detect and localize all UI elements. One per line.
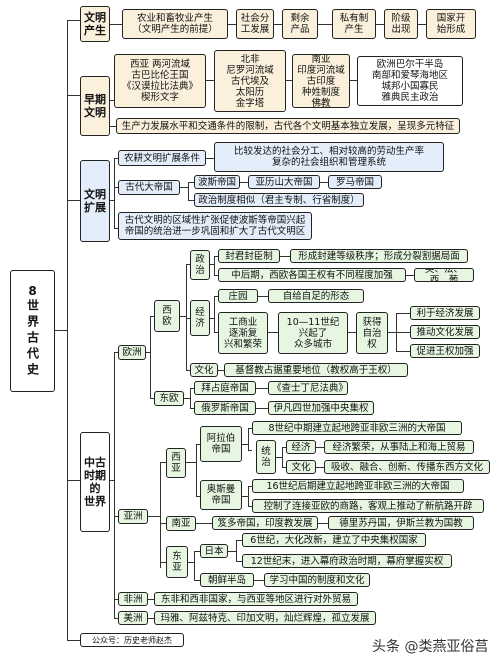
arab-8th-century: 8世纪中期建立起地跨亚非欧三洲的大帝国 bbox=[252, 421, 462, 435]
manor: 庄园 bbox=[218, 289, 258, 303]
arab-economy: 经济 bbox=[286, 440, 316, 454]
arab-culture-detail: 吸收、融合、创新、传播东西方文化 bbox=[324, 460, 490, 474]
west-europe-label: 西 欧 bbox=[154, 300, 180, 332]
ottoman-empire: 奥斯曼 帝国 bbox=[200, 480, 242, 510]
section-medieval: 中古 时期的 世界 bbox=[80, 432, 110, 532]
east-asia-label: 东 亚 bbox=[166, 546, 188, 578]
origin-item-3: 剩余 产品 bbox=[282, 9, 318, 39]
africa-detail: 东非和西非国家，与西亚等地区进行对外贸易 bbox=[154, 592, 358, 606]
culture-detail: 基督教占据重要地位（教权高于王权） bbox=[224, 363, 408, 377]
autonomy: 获得 自治 权 bbox=[356, 312, 388, 354]
origin-item-6: 国家开 始形成 bbox=[426, 9, 476, 39]
south-asia-label: 南亚 bbox=[166, 516, 196, 531]
spread-conditions-detail: 比较发达的社会分工、相对较高的劳动生产率 复杂的社会组织和管理系统 bbox=[214, 142, 444, 172]
arab-culture: 文化 bbox=[286, 460, 316, 474]
politics-label: 政 治 bbox=[190, 250, 210, 280]
effect-culture: 推动文化发展 bbox=[410, 325, 480, 339]
gupta-empire: 笈多帝国，印度教发展 bbox=[212, 516, 318, 530]
justinian-code: 《查士丁尼法典》 bbox=[268, 381, 348, 395]
footer-account: 公众号：历史老师赵杰 bbox=[80, 633, 184, 647]
origin-item-2: 社会分 工发展 bbox=[236, 9, 274, 39]
ottoman-trade: 控制了连接亚欧的商路，客观上推动了新航路开辟 bbox=[252, 499, 484, 513]
spread-empires: 古代大帝国 bbox=[118, 180, 180, 195]
late-kingship: 中后期，西欧各国王权有不同程度加强 bbox=[218, 268, 406, 282]
manor-detail: 自给自足的形态 bbox=[268, 289, 364, 303]
section-origin: 文明 产生 bbox=[80, 6, 110, 42]
commerce: 工商业 逐渐复 兴和繁荣 bbox=[218, 312, 268, 354]
feudal-detail: 形成封建等级秩序；形成分裂割据局面 bbox=[290, 249, 468, 263]
america-detail: 玛雅、阿兹特克、印加文明，灿烂辉煌，孤立发展 bbox=[154, 611, 376, 625]
origin-item-4: 私有制 产生 bbox=[332, 9, 376, 39]
russian-empire: 俄罗斯帝国 bbox=[194, 401, 256, 415]
korea-label: 朝鲜半岛 bbox=[200, 573, 254, 587]
arab-empire: 阿拉伯 帝国 bbox=[200, 426, 242, 462]
spread-rome: 罗马帝国 bbox=[328, 175, 382, 189]
effect-kingship: 促进王权加强 bbox=[410, 344, 480, 358]
late-kingship-detail: 英、法、西、葡 bbox=[414, 268, 474, 282]
origin-item-5: 阶级 出现 bbox=[384, 9, 418, 39]
early-north-africa: 北非 尼罗河流域 古代埃及 太阳历 金字塔 bbox=[214, 50, 286, 112]
ivan-iv: 伊凡四世加强中央集权 bbox=[268, 401, 374, 415]
ottoman-16th-century: 16世纪后期建立起地跨亚非欧三洲的大帝国 bbox=[252, 479, 464, 493]
delhi-sultanate: 德里苏丹国，伊斯兰教为国教 bbox=[328, 516, 474, 530]
byzantine-empire: 拜占庭帝国 bbox=[194, 381, 256, 395]
section-spread: 文明 扩展 bbox=[80, 160, 110, 242]
korea-detail: 学习中国的制度和文化 bbox=[264, 573, 370, 587]
origin-item-1: 农业和畜牧业产生 （文明产生的前提） bbox=[122, 9, 228, 39]
spread-conditions: 农耕文明扩展条件 bbox=[118, 150, 206, 166]
effect-economy: 利于经济发展 bbox=[410, 306, 480, 320]
section-early: 早期 文明 bbox=[80, 76, 110, 136]
africa-label: 非洲 bbox=[118, 592, 148, 606]
trunk-line bbox=[67, 20, 68, 640]
east-europe-label: 东欧 bbox=[154, 391, 184, 406]
spread-persia: 波斯帝国 bbox=[194, 175, 240, 189]
culture-label: 文化 bbox=[190, 363, 218, 377]
japan-6th-century: 6世纪，大化改新，建立了中央集权国家 bbox=[242, 533, 426, 547]
arab-economy-detail: 经济繁荣，从事陆上和海上贸易 bbox=[324, 440, 474, 454]
feudal-system: 封君封臣制 bbox=[218, 249, 280, 263]
japan-label: 日本 bbox=[200, 544, 228, 558]
early-south-asia: 南亚 印度河流域 古印度 种姓制度 佛教 bbox=[292, 54, 350, 108]
europe-label: 欧洲 bbox=[118, 345, 146, 360]
west-asia-label: 西 亚 bbox=[166, 448, 186, 478]
america-label: 美洲 bbox=[118, 611, 148, 625]
early-west-asia: 西亚 两河流域 古巴比伦王国 《汉谟拉比法典》 楔形文字 bbox=[114, 54, 206, 108]
early-note: 生产力发展水平和交通条件的限制，古代各个文明基本独立发展，呈现多元特征 bbox=[116, 118, 460, 134]
rule-label: 统 治 bbox=[256, 440, 276, 474]
cities: 10—11世纪 兴起了 众多城市 bbox=[278, 312, 348, 354]
spread-note: 古代文明的区域性扩张促使波斯等帝国兴起 帝国的统治进一步巩固和扩大了古代文明区 bbox=[118, 212, 312, 240]
japan-12th-century: 12世纪末，进入幕府政治时期，幕府掌握实权 bbox=[242, 554, 452, 568]
root-number: 8 bbox=[28, 284, 37, 298]
early-europe: 欧洲巴尔干半岛 南部和爱琴海地区 城邦小国寡民 雅典民主政治 bbox=[357, 56, 463, 106]
root-connector bbox=[55, 330, 67, 331]
economy-label: 经 济 bbox=[190, 300, 210, 336]
watermark: 头条 @类燕亚俗莒 bbox=[372, 639, 489, 655]
asia-label: 亚洲 bbox=[118, 509, 148, 524]
root-heading: 世界古代史 bbox=[25, 299, 40, 379]
root-title: 8 世界古代史 bbox=[10, 270, 55, 392]
spread-similar: 政治制度相似（君主专制、行省制度） bbox=[194, 193, 364, 207]
spread-alexander: 亚历山大帝国 bbox=[248, 175, 320, 189]
